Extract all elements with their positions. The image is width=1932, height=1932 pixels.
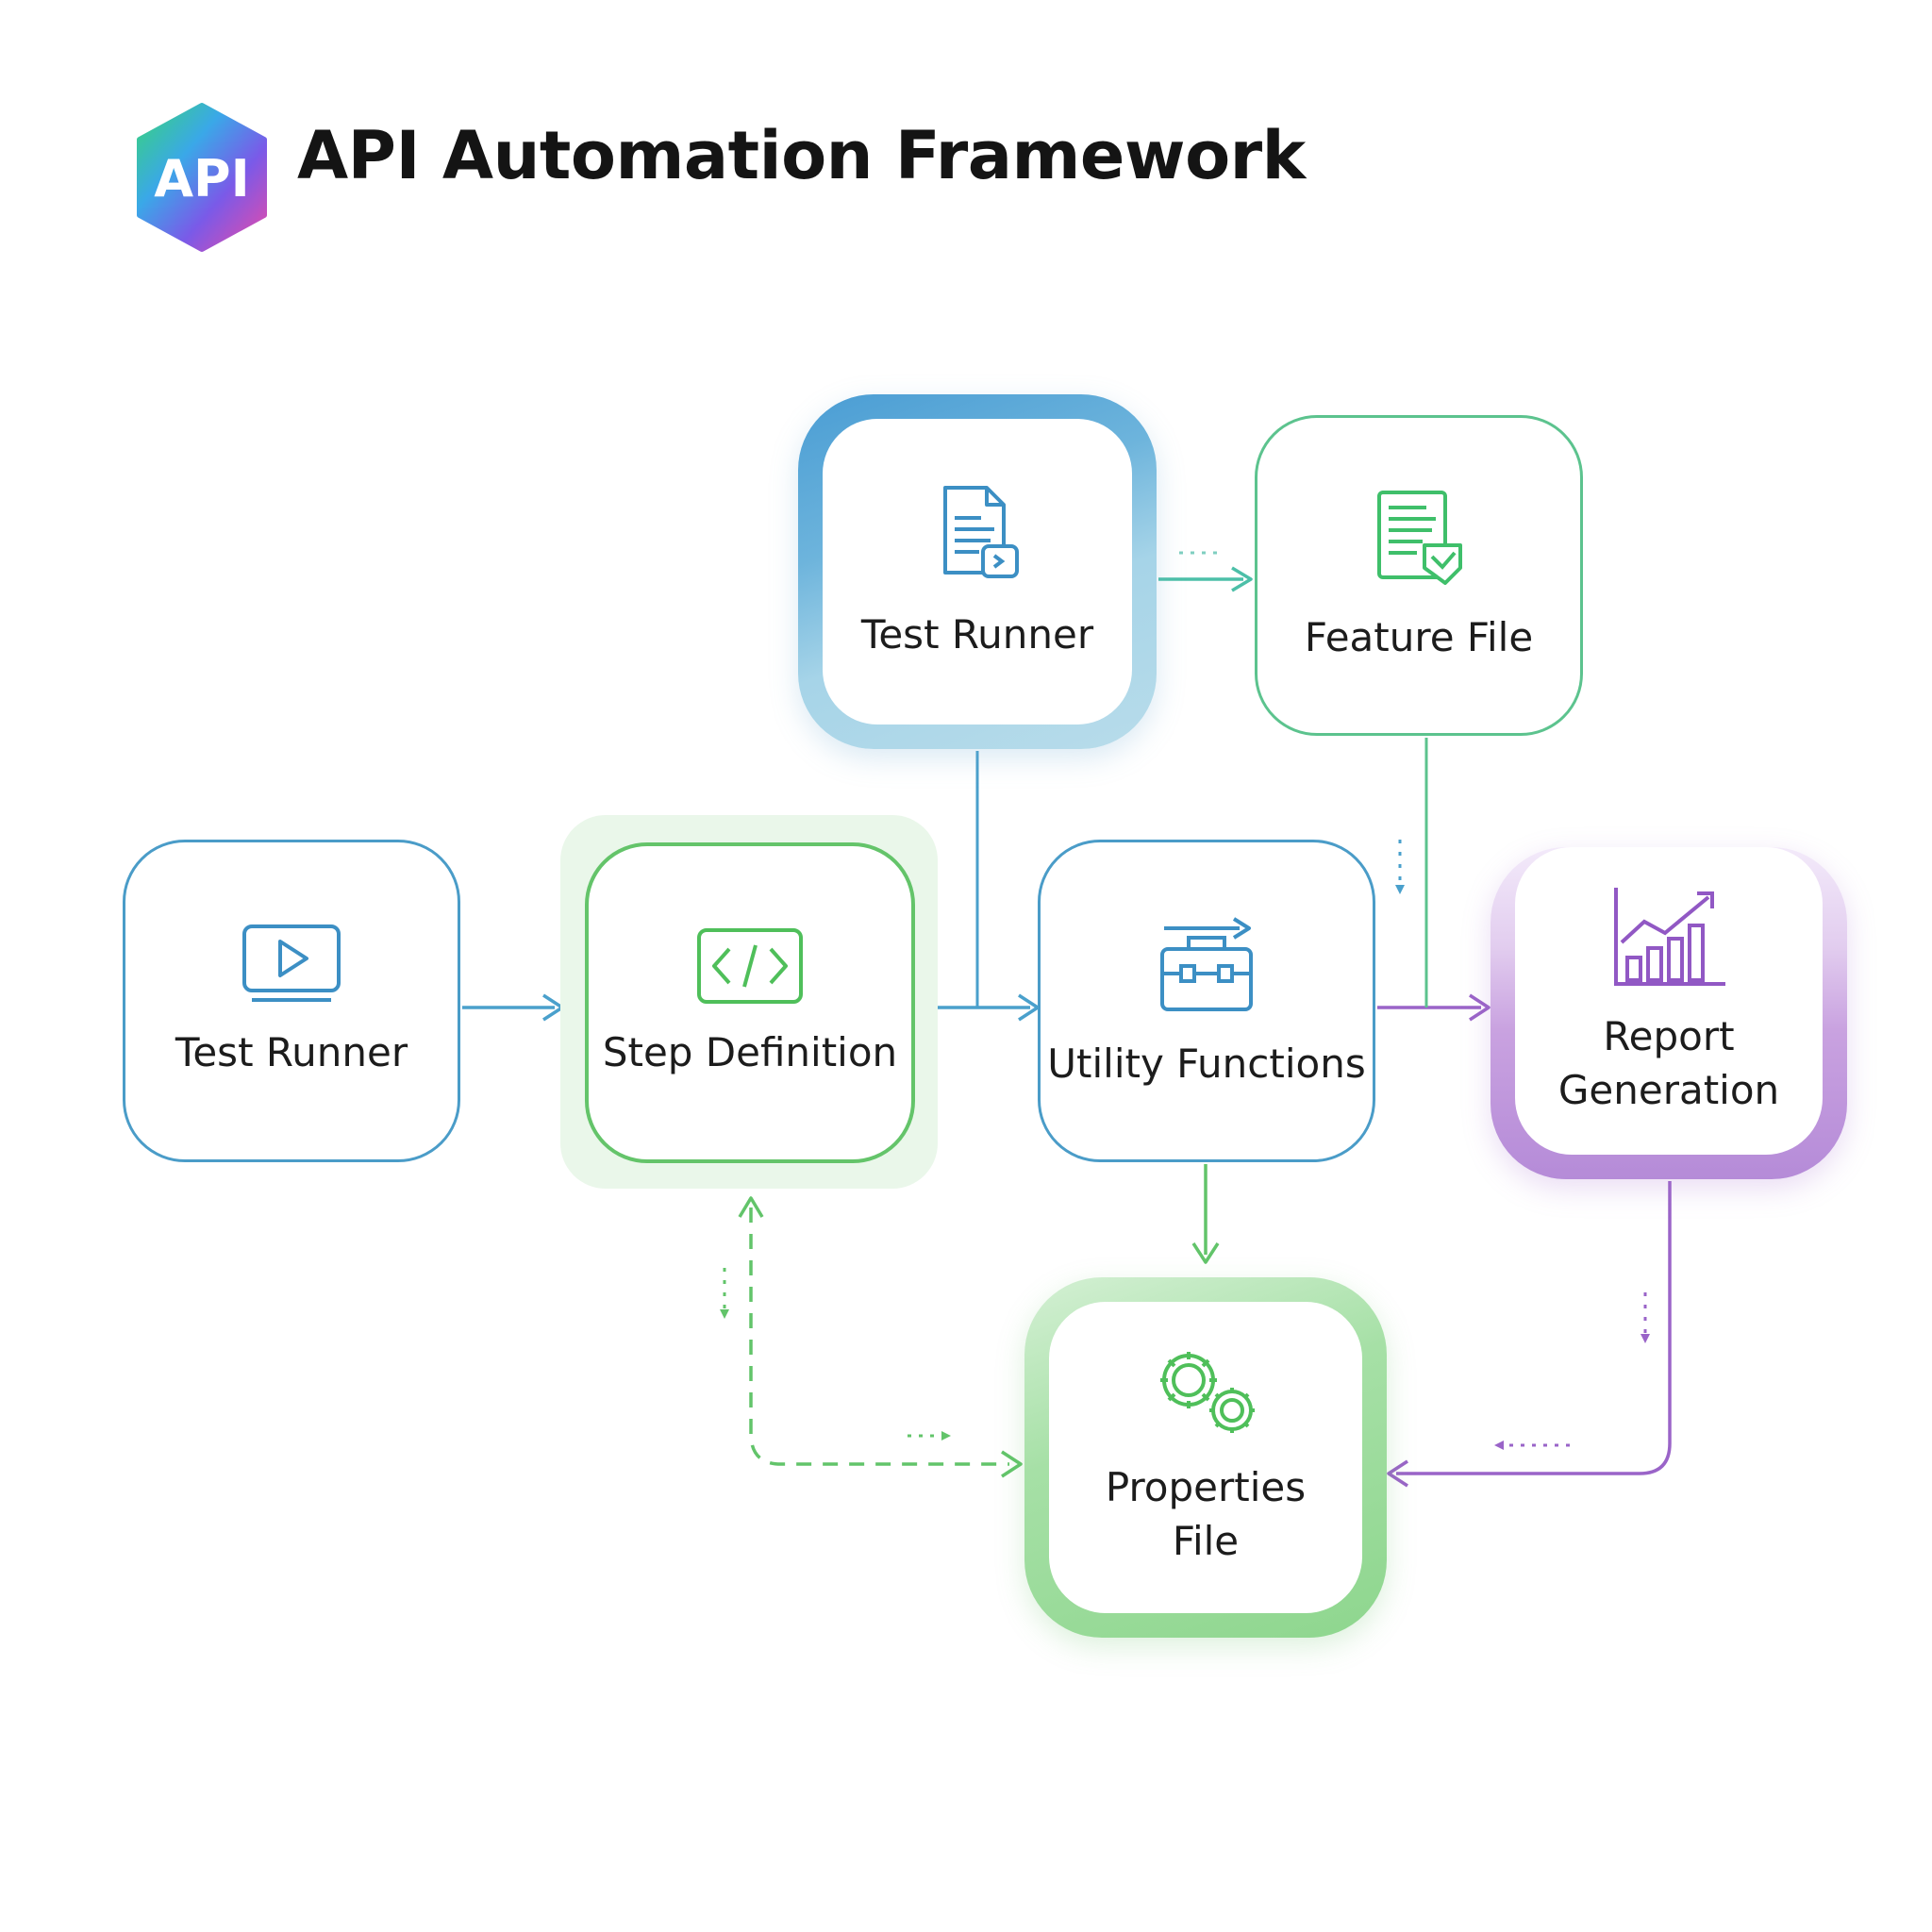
document-check-icon xyxy=(1377,490,1462,585)
node-step-definition[interactable]: Step Definition xyxy=(585,842,915,1163)
node-feature-file[interactable]: Feature File xyxy=(1255,415,1583,736)
node-test-runner[interactable]: Test Runner xyxy=(123,840,460,1162)
document-code-icon xyxy=(943,485,1019,578)
arrow-runner-to-step xyxy=(462,993,564,1022)
node-label: Utility Functions xyxy=(1047,1040,1366,1087)
bar-chart-trend-icon xyxy=(1614,888,1725,987)
toolbox-arrow-icon xyxy=(1160,916,1253,1011)
node-test-runner-top[interactable]: Test Runner xyxy=(798,394,1157,749)
node-label-line2: Generation xyxy=(1557,1067,1780,1113)
node-label: Step Definition xyxy=(602,1028,898,1075)
node-label: Report Generation xyxy=(1558,1010,1779,1117)
page-title: API Automation Framework xyxy=(297,117,1306,194)
node-label-line2: File xyxy=(1172,1518,1240,1564)
play-monitor-icon xyxy=(242,924,341,1002)
svg-text:API: API xyxy=(154,149,249,208)
node-label-line1: Properties xyxy=(1105,1464,1307,1511)
api-logo: API xyxy=(132,102,272,253)
gears-icon xyxy=(1160,1352,1255,1434)
arrow-utility-to-properties xyxy=(1191,1164,1220,1264)
arrow-testrunner-to-feature xyxy=(1158,551,1253,592)
arrow-report-to-properties xyxy=(1387,1181,1672,1488)
node-label: Properties File xyxy=(1106,1461,1306,1568)
arrow-utility-to-report xyxy=(1377,738,1491,1022)
node-label: Feature File xyxy=(1304,613,1534,660)
code-brackets-icon xyxy=(697,927,803,1004)
arrow-step-properties-dashed xyxy=(720,1196,1023,1478)
node-label: Test Runner xyxy=(175,1028,408,1075)
node-label-line1: Report xyxy=(1603,1013,1735,1060)
node-label: Test Runner xyxy=(860,610,1094,658)
node-report-generation[interactable]: Report Generation xyxy=(1491,847,1847,1179)
node-properties-file[interactable]: Properties File xyxy=(1024,1277,1387,1638)
node-utility-functions[interactable]: Utility Functions xyxy=(1038,840,1375,1162)
